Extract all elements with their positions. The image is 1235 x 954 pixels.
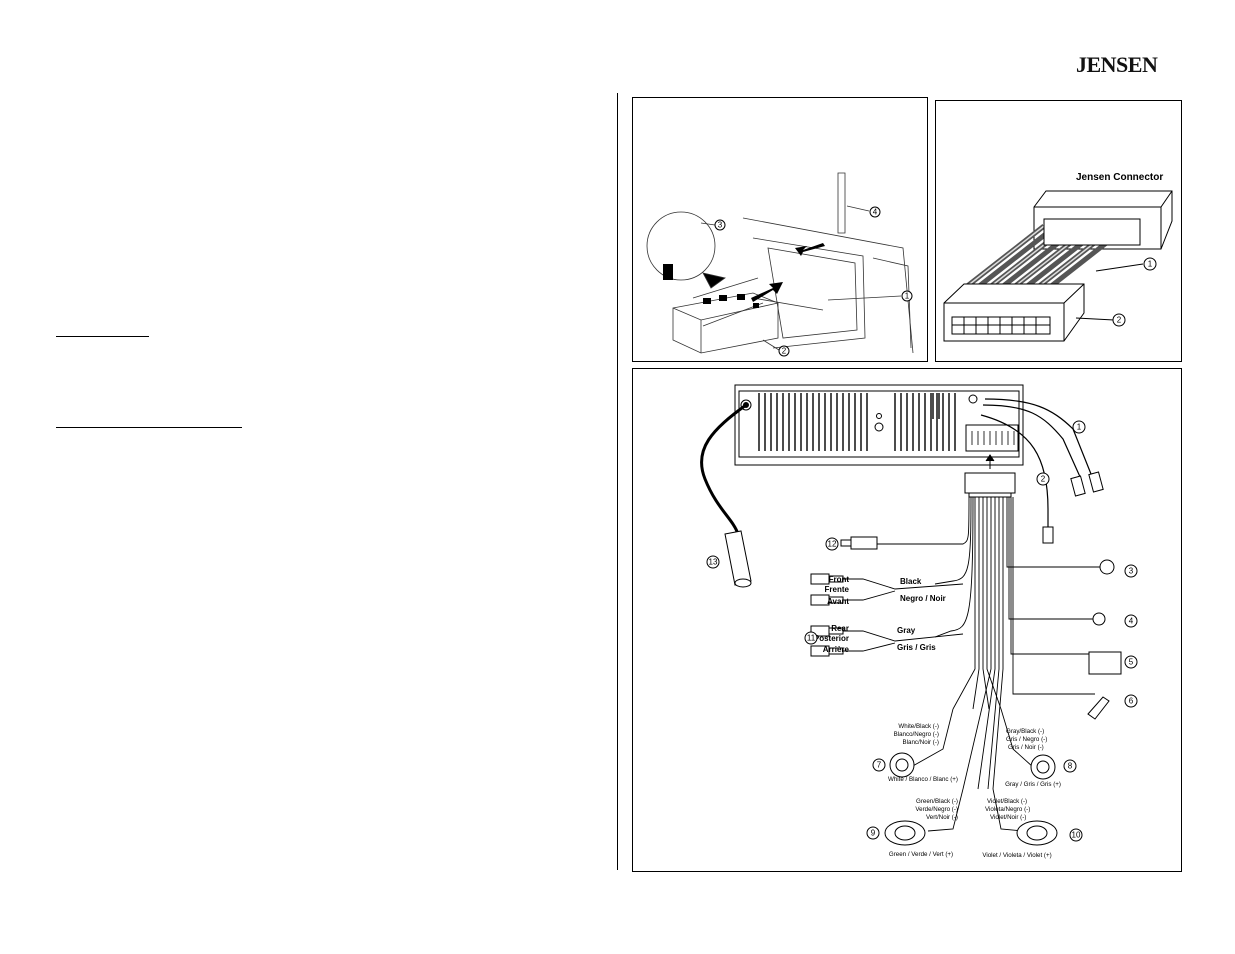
wiring-callout-1: 1 — [1077, 423, 1082, 432]
connector-callout-1: 1 — [1148, 260, 1153, 269]
wiring-callout-6: 6 — [1129, 697, 1134, 706]
rear-label-3: Arrière — [823, 645, 850, 654]
heading-underline — [56, 336, 149, 337]
spk8-neg-1: Gray/Black (-) — [1006, 728, 1044, 735]
callout-3: 3 — [718, 221, 723, 230]
callout-1: 1 — [905, 292, 910, 301]
wiring-callout-12: 12 — [828, 540, 837, 549]
spk9-pos: Green / Verde / Vert (+) — [889, 851, 953, 858]
wiring-callout-7: 7 — [877, 761, 882, 770]
spk7-neg-2: Blanco/Negro (-) — [894, 731, 939, 738]
spk10-neg-1: Violet/Black (-) — [987, 798, 1027, 805]
connector-callout-2: 2 — [1117, 316, 1122, 325]
spk10-pos: Violet / Violeta / Violet (+) — [982, 852, 1051, 859]
wiring-diagram: Front Frente Avant Black Negro / Noir Re… — [632, 368, 1182, 872]
wiring-callout-2: 2 — [1041, 475, 1046, 484]
wiring-callout-9: 9 — [871, 829, 876, 838]
spk8-neg-3: Gris / Noir (-) — [1008, 744, 1044, 751]
wiring-callout-4: 4 — [1129, 617, 1134, 626]
callout-4: 4 — [873, 208, 878, 217]
column-divider — [617, 93, 618, 870]
rear-color-alt: Gris / Gris — [897, 643, 936, 652]
connector-title: Jensen Connector — [1076, 172, 1163, 183]
brand-logo: JENSEN — [1076, 52, 1158, 77]
front-color-alt: Negro / Noir — [900, 594, 946, 603]
wiring-callout-13: 13 — [709, 558, 718, 567]
wiring-callout-11: 11 — [807, 634, 816, 643]
callout-2: 2 — [782, 347, 787, 356]
front-color: Black — [900, 577, 922, 586]
spk8-neg-2: Gris / Negro (-) — [1006, 736, 1047, 743]
wiring-callout-3: 3 — [1129, 567, 1134, 576]
spk7-pos: White / Blanco / Blanc (+) — [888, 776, 958, 783]
spk10-neg-2: Violeta/Negro (-) — [985, 806, 1030, 813]
front-label-3: Avant — [827, 597, 849, 606]
rear-label-2: Posterior — [814, 634, 849, 643]
spk7-neg-1: White/Black (-) — [898, 723, 939, 730]
spk9-neg-3: Vert/Noir (-) — [926, 814, 958, 821]
wiring-callout-10: 10 — [1072, 831, 1081, 840]
spk9-neg-1: Green/Black (-) — [916, 798, 958, 805]
rear-color: Gray — [897, 626, 916, 635]
front-label-1: Front — [829, 575, 850, 584]
wiring-drawing: Front Frente Avant Black Negro / Noir Re… — [700, 384, 1138, 859]
installation-diagram: 1 2 3 4 — [632, 97, 928, 362]
front-label-2: Frente — [825, 585, 850, 594]
spk9-neg-2: Verde/Negro (-) — [915, 806, 958, 813]
wiring-callout-8: 8 — [1068, 762, 1073, 771]
heading-underline — [56, 427, 242, 428]
installation-drawing: 1 2 3 4 — [646, 172, 914, 357]
wiring-callout-5: 5 — [1129, 658, 1134, 667]
spk7-neg-3: Blanc/Noir (-) — [903, 739, 939, 746]
rear-label-1: Rear — [831, 624, 849, 633]
connector-drawing: Jensen Connector — [943, 172, 1173, 342]
spk10-neg-3: Violet/Noir (-) — [990, 814, 1026, 821]
install-callouts: 1 2 3 4 — [714, 206, 913, 357]
spk8-pos: Gray / Gris / Gris (+) — [1005, 781, 1061, 788]
connector-diagram: Jensen Connector — [935, 100, 1182, 362]
